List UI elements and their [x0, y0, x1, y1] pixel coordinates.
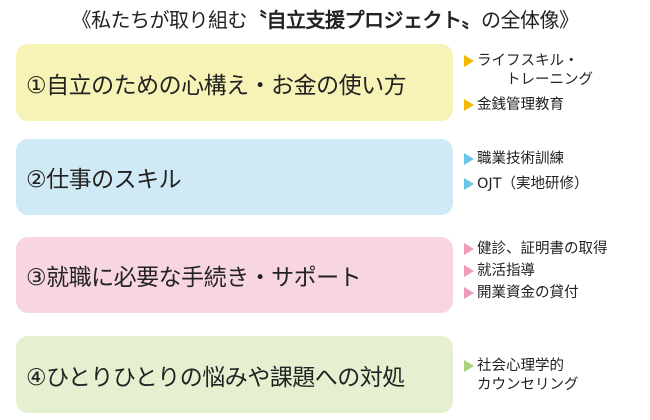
- list-item: 金銭管理教育: [464, 96, 593, 115]
- list-item: ライフスキル・ トレーニング: [464, 52, 593, 90]
- triangle-bullet-icon: [464, 153, 474, 165]
- triangle-bullet-icon: [464, 55, 474, 67]
- list-item: 開業資金の貸付: [464, 284, 608, 303]
- triangle-bullet-icon: [464, 265, 474, 277]
- triangle-bullet-icon: [464, 360, 474, 372]
- section-label: ②仕事のスキル: [26, 167, 182, 193]
- title-prefix: 《私たちが取り組む: [71, 8, 248, 32]
- section-items-2: 職業技術訓練 OJT（実地研修）: [464, 150, 589, 200]
- triangle-bullet-icon: [464, 243, 474, 255]
- section-box-1: ①自立のための心構え・お金の使い方: [16, 44, 453, 121]
- item-text: 社会心理学的 カウンセリング: [477, 358, 579, 393]
- section-box-4: ④ひとりひとりの悩みや課題への対処: [16, 336, 453, 413]
- list-item: 健診、証明書の取得: [464, 240, 608, 259]
- title-suffix: の全体像》: [481, 8, 579, 32]
- item-text: 開業資金の貸付: [477, 285, 579, 301]
- triangle-bullet-icon: [464, 99, 474, 111]
- section-label: ③就職に必要な手続き・サポート: [26, 265, 362, 291]
- triangle-bullet-icon: [464, 178, 474, 190]
- item-text: 健診、証明書の取得: [477, 241, 608, 257]
- list-item: 社会心理学的 カウンセリング: [464, 357, 579, 395]
- list-item: 就活指導: [464, 262, 608, 281]
- page-title: 《私たちが取り組む〝自立支援プロジェクト〟の全体像》: [0, 4, 650, 33]
- section-box-3: ③就職に必要な手続き・サポート: [16, 237, 453, 313]
- title-emphasis: 〝自立支援プロジェクト〟: [247, 8, 482, 32]
- triangle-bullet-icon: [464, 287, 474, 299]
- section-items-4: 社会心理学的 カウンセリング: [464, 357, 579, 401]
- section-label: ①自立のための心構え・お金の使い方: [26, 72, 407, 99]
- section-items-3: 健診、証明書の取得 就活指導 開業資金の貸付: [464, 240, 608, 309]
- item-text: OJT（実地研修）: [477, 176, 589, 192]
- item-text: 職業技術訓練: [477, 151, 564, 167]
- list-item: OJT（実地研修）: [464, 175, 589, 194]
- item-text: 就活指導: [477, 263, 535, 279]
- section-box-2: ②仕事のスキル: [16, 139, 453, 215]
- list-item: 職業技術訓練: [464, 150, 589, 169]
- item-text: ライフスキル・ トレーニング: [477, 53, 593, 88]
- section-label: ④ひとりひとりの悩みや課題への対処: [26, 364, 405, 391]
- item-text: 金銭管理教育: [477, 97, 564, 113]
- section-items-1: ライフスキル・ トレーニング 金銭管理教育: [464, 52, 593, 121]
